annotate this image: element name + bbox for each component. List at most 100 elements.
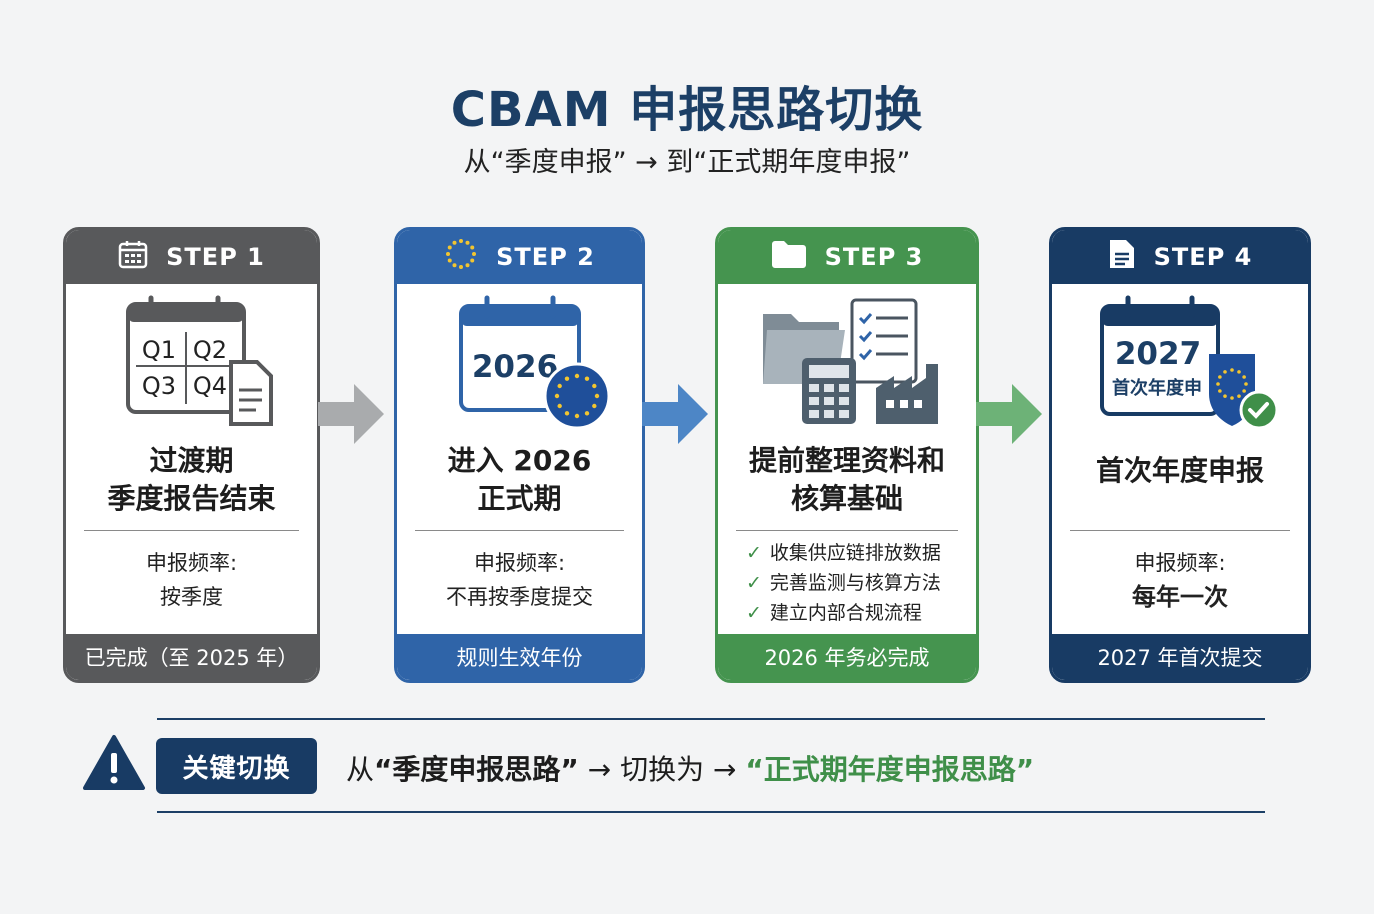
step-3-divider — [736, 530, 958, 531]
step-2-freq-label: 申报频率: — [473, 551, 566, 575]
page-subtitle: 从“季度申报” → 到“正式期年度申报” — [463, 147, 911, 178]
step-4-frequency: 申报频率: 每年一次 — [1052, 546, 1308, 614]
step-4-header: STEP 4 — [1052, 230, 1308, 284]
step-3-title-line1: 提前整理资料和 — [748, 444, 945, 477]
eu-star — [1223, 394, 1227, 398]
step-1-header: STEP 1 — [66, 230, 317, 284]
key-switch-from-value: “季度申报思路” — [374, 753, 579, 786]
step-3-title: 提前整理资料和 核算基础 — [718, 442, 976, 518]
key-switch-statement: 从“季度申报思路” → 切换为 → “正式期年度申报思路” — [346, 748, 1034, 788]
check-icon: ✓ — [746, 572, 762, 594]
step-3-footer: 2026 年务必完成 — [718, 634, 976, 680]
step-2-title-line2: 正式期 — [477, 482, 562, 515]
eu-stars-icon — [444, 237, 478, 277]
step-4-card: STEP 4 2027 首次年度申 首次年度申报 申报频率: 每年一次 2027… — [1049, 227, 1311, 683]
step-1-divider — [84, 530, 299, 531]
eu-star — [1237, 370, 1241, 374]
eu-star — [1223, 370, 1227, 374]
eu-star — [564, 376, 570, 381]
eu-star — [557, 383, 562, 389]
checklist-art-icon — [850, 298, 918, 384]
eu-star — [1218, 375, 1222, 379]
eu-star — [1230, 396, 1234, 400]
calendar-grid-icon — [118, 239, 148, 275]
eu-star — [574, 413, 580, 419]
checklist-item: ✓收集供应链排放数据 — [746, 542, 941, 564]
eu-star — [452, 263, 457, 268]
step-4-divider — [1070, 530, 1290, 531]
step-2-footer: 规则生效年份 — [397, 634, 642, 680]
eu-star — [470, 245, 475, 250]
eu-star — [584, 376, 590, 381]
q1-label: Q1 — [142, 336, 176, 364]
arrow-right-icon — [318, 382, 386, 450]
eu-star — [465, 263, 470, 268]
step-2-divider — [415, 530, 624, 531]
eu-star — [472, 252, 477, 256]
eu-star — [447, 258, 452, 263]
calendar-year-2027: 2027 — [1115, 336, 1201, 372]
eu-star — [459, 265, 464, 269]
step-1-title-line1: 过渡期 — [149, 444, 234, 477]
calendar-2027-illustration: 2027 首次年度申 — [1052, 294, 1308, 434]
step-1-frequency: 申报频率: 按季度 — [66, 546, 317, 614]
eu-star — [584, 411, 590, 416]
calendar-2026-illustration: 2026 — [397, 294, 642, 434]
step-4-footer: 2027 年首次提交 — [1052, 634, 1308, 680]
eu-star — [1230, 368, 1234, 372]
checklist-item: ✓完善监测与核算方法 — [746, 572, 941, 594]
eu-star — [1244, 382, 1248, 386]
key-switch-to-value: “正式期年度申报思路” — [745, 753, 1035, 786]
check-icon: ✓ — [746, 542, 762, 564]
quarterly-calendar-illustration: Q1 Q2 Q3 Q4 — [66, 294, 317, 434]
eu-star — [452, 240, 457, 245]
step-3-card: STEP 3 提前整理资料和 核算基础 ✓收集供应链排放数据 ✓完善监测与核算方… — [715, 227, 979, 683]
eu-star — [592, 403, 597, 409]
step-3-label: STEP 3 — [824, 243, 924, 271]
step-4-freq-label: 申报频率: — [1134, 551, 1226, 575]
step-1-title: 过渡期 季度报告结束 — [66, 442, 317, 518]
step-1-freq-label: 申报频率: — [145, 551, 238, 575]
step-2-title: 进入 2026 正式期 — [397, 442, 642, 518]
step-2-card: STEP 2 2026 进入 2026 正式期 申报频率: 不再按季度提交 规则… — [394, 227, 645, 683]
page-title: CBAM 申报思路切换 — [450, 82, 924, 138]
q2-label: Q2 — [193, 336, 227, 364]
eu-star — [557, 403, 562, 409]
eu-star — [446, 252, 451, 256]
document-icon — [1108, 238, 1136, 276]
step-2-freq-value: 不再按季度提交 — [446, 585, 593, 609]
eu-star — [1242, 375, 1246, 379]
eu-star — [574, 373, 580, 379]
calendar-year-2026: 2026 — [472, 349, 558, 385]
step-1-label: STEP 1 — [166, 243, 265, 271]
step-4-label: STEP 4 — [1153, 243, 1253, 271]
step-3-title-line2: 核算基础 — [790, 482, 903, 515]
eu-star — [594, 393, 600, 399]
check-icon: ✓ — [746, 602, 762, 624]
key-switch-middle: → 切换为 → — [578, 753, 746, 786]
eu-star — [470, 258, 475, 263]
key-switch-badge: 关键切换 — [156, 738, 317, 794]
eu-star — [447, 245, 452, 250]
warning-icon — [82, 734, 146, 796]
calendar-caption: 首次年度申 — [1112, 377, 1202, 399]
q3-label: Q3 — [142, 372, 176, 400]
data-preparation-illustration — [718, 294, 976, 434]
eu-star — [459, 239, 464, 243]
eu-star — [465, 240, 470, 245]
step-3-checklist: ✓收集供应链排放数据 ✓完善监测与核算方法 ✓建立内部合规流程 — [746, 538, 966, 628]
factory-art-icon — [876, 364, 938, 424]
eu-star — [1242, 389, 1246, 393]
eu-star — [1237, 394, 1241, 398]
step-4-title: 首次年度申报 — [1095, 454, 1264, 487]
eu-star — [592, 383, 597, 389]
eu-star — [554, 393, 560, 399]
step-1-title-line2: 季度报告结束 — [107, 482, 276, 515]
key-switch-bottom-rule — [157, 811, 1265, 813]
folder-icon — [771, 239, 807, 275]
checklist-item: ✓建立内部合规流程 — [746, 602, 922, 624]
step-2-label: STEP 2 — [496, 243, 595, 271]
arrow-right-icon — [642, 382, 710, 450]
eu-star — [1216, 382, 1220, 386]
key-switch-from: 从 — [346, 753, 375, 786]
